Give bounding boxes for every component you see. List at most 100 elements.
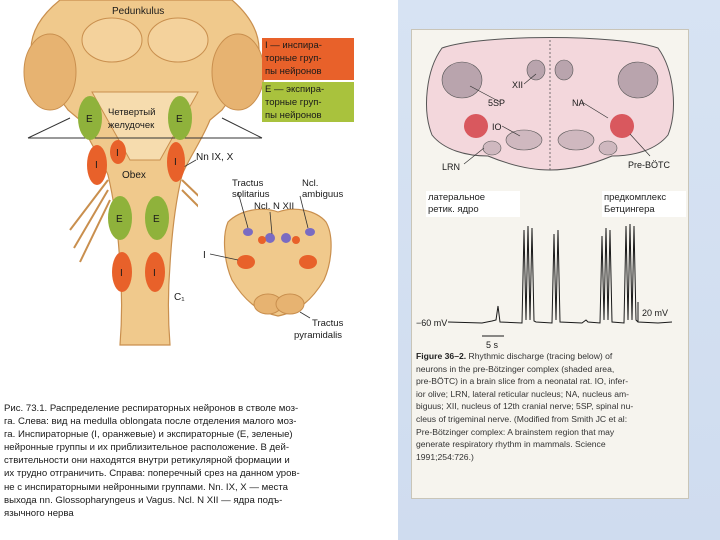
label-fourth-ventricle-1: Четвертый — [108, 107, 155, 118]
legend-inspiratory: I — инспира- торные груп- пы нейронов — [262, 38, 354, 80]
label-scale-mv: 20 mV — [642, 308, 668, 318]
inset-leaders — [209, 191, 311, 319]
inspiratory-group — [145, 252, 165, 292]
inferior-olive-left — [505, 129, 543, 151]
caption-line: generate respiratory rhythm in mammals. … — [416, 439, 606, 450]
marker-i: I — [203, 250, 206, 261]
rhythmic-discharge-trace: 20 mV −60 mV 5 s — [416, 223, 673, 350]
brainstem-illustration: Pedunkulus Четвертый желудочек E E I I I… — [23, 0, 360, 346]
spinal-trigeminal-right — [617, 61, 659, 99]
label-c1: C₁ — [174, 292, 185, 303]
inspiratory-group — [237, 255, 255, 269]
xii-nucleus — [281, 233, 291, 243]
nerve-roots-left — [69, 179, 111, 263]
inspiratory-group — [167, 142, 185, 182]
xii-nucleus — [265, 233, 275, 243]
lrn-right — [598, 140, 618, 156]
caption-line: ствительности они находятся внутри ретик… — [4, 455, 290, 467]
brainstem-figure: Pedunkulus Четвертый желудочек E E I I I… — [4, 0, 376, 520]
caption-line: Rhythmic discharge (tracing below) of — [468, 351, 613, 361]
inspiratory-group — [258, 236, 266, 244]
caption-line: га. Слева: вид на medulla oblongata посл… — [4, 416, 297, 428]
caption-line: neurons in the pre-Bötzinger complex (sh… — [416, 363, 615, 374]
solitary-nucleus — [243, 228, 253, 236]
caption-heading: Figure 36–2. — [416, 351, 467, 361]
caption-line: выхода nn. Glossopharyngeus и Vagus. Ncl… — [4, 494, 283, 506]
label-lrn: LRN — [442, 162, 460, 172]
caption-line: pre-BÖTC) in a brain slice from a neonat… — [416, 376, 629, 387]
caption-line: их трудно отграничить. Справа: поперечны… — [4, 468, 300, 480]
lrn-left — [482, 140, 502, 156]
inspiratory-group — [112, 252, 132, 292]
caption-line: biguus; XII, nucleus of 12th cranial ner… — [416, 401, 634, 412]
label-5sp: 5SP — [488, 98, 505, 108]
xii-right — [554, 59, 574, 81]
expiratory-group — [108, 196, 132, 240]
pre-botzinger-figure: XII 5SP NA IO LRN Pre-BÖTC 20 mV −60 mV … — [398, 0, 720, 540]
label-pedunkulus: Pedunkulus — [112, 6, 164, 17]
caption-line: Pre-Bötzinger complex: A brainstem regio… — [416, 426, 615, 437]
marker-i: I — [174, 157, 177, 168]
caption-line: га. Инспираторные (I, оранжевые) и экспи… — [4, 429, 293, 441]
caption-line: Рис. 73.1. Распределение респираторных н… — [4, 403, 299, 414]
legend-inspiratory-text: I — инспира- торные груп- пы нейронов — [265, 40, 322, 77]
label-pre-botc: Pre-BÖTC — [628, 160, 671, 170]
pre-botc-area-right — [610, 114, 634, 138]
label-nerves: Nn IX, X — [196, 152, 234, 163]
marker-e: E — [153, 214, 160, 225]
label-tractus-solitarius-1: Tractus — [232, 178, 264, 189]
marker-e: E — [176, 114, 183, 125]
label-ncl-ambiguus-2: ambiguus — [302, 189, 343, 200]
slice-leaders — [463, 73, 651, 165]
caption-line: 1991;254:726.) — [416, 451, 474, 462]
legend-expiratory-text: E — экспира- торные груп- пы нейронов — [265, 84, 325, 121]
membrane-potential-trace — [447, 223, 673, 324]
marker-i: I — [120, 268, 123, 279]
russian-label-pre-botc-text: предкомплекс Бетцингера — [604, 192, 667, 215]
label-tractus-pyramidalis-1: Tractus — [312, 318, 344, 329]
pedunculus-right — [211, 33, 265, 111]
colliculus-left — [81, 17, 143, 63]
inspiratory-group — [292, 236, 300, 244]
marker-i: I — [116, 148, 119, 159]
pyramid-right — [275, 293, 305, 315]
medulla-slice-illustration: XII 5SP NA IO LRN Pre-BÖTC 20 mV −60 mV … — [416, 37, 674, 350]
label-obex: Obex — [122, 170, 146, 181]
russian-label-pre-botc: предкомплекс Бетцингера — [602, 191, 686, 217]
label-baseline-mv: −60 mV — [416, 318, 447, 328]
section-line — [27, 117, 263, 139]
expiratory-group — [78, 96, 102, 140]
label-io: IO — [492, 122, 502, 132]
expiratory-group — [168, 96, 192, 140]
xii-left — [526, 59, 546, 81]
label-tractus-solitarius-2: solitarius — [232, 189, 270, 200]
russian-label-lrn: латеральное ретик. ядро — [426, 191, 520, 217]
scale-bar — [482, 302, 639, 337]
figure-caption-russian: Рис. 73.1. Распределение респираторных н… — [4, 402, 376, 520]
colliculus-right — [147, 17, 209, 63]
caption-line: не с инспираторными нейронными группами.… — [4, 481, 288, 493]
label-ncl-ambiguus-1: Ncl. — [302, 178, 318, 189]
legend-expiratory: E — экспира- торные груп- пы нейронов — [262, 82, 354, 122]
caption-line: нейронные группы и их приблизительное ра… — [4, 442, 290, 454]
cross-section-shape — [223, 208, 332, 317]
label-ncl-n-xii: Ncl. N XII — [254, 201, 294, 212]
marker-e: E — [86, 114, 93, 125]
label-xii: XII — [512, 80, 523, 90]
spinal-trigeminal-left — [441, 61, 483, 99]
slice-outline — [426, 37, 674, 171]
inspiratory-group — [299, 255, 317, 269]
marker-e: E — [116, 214, 123, 225]
inferior-olive-right — [557, 129, 595, 151]
caption-line: cleus of trigeminal nerve. (Modified fro… — [416, 413, 628, 424]
figure-caption-english: Figure 36–2. Rhythmic discharge (tracing… — [416, 350, 684, 463]
inspiratory-group — [110, 140, 126, 164]
label-tractus-pyramidalis-2: pyramidalis — [294, 330, 342, 341]
caption-line: язычного нерва — [4, 507, 74, 519]
expiratory-group — [145, 196, 169, 240]
label-fourth-ventricle-2: желудочек — [108, 120, 155, 131]
marker-i: I — [153, 268, 156, 279]
cross-section-inset: Tractus solitarius Ncl. ambiguus Ncl. N … — [198, 172, 360, 344]
caption-line: ior olive; LRN, lateral reticular nucleu… — [416, 388, 630, 399]
marker-i: I — [95, 160, 98, 171]
